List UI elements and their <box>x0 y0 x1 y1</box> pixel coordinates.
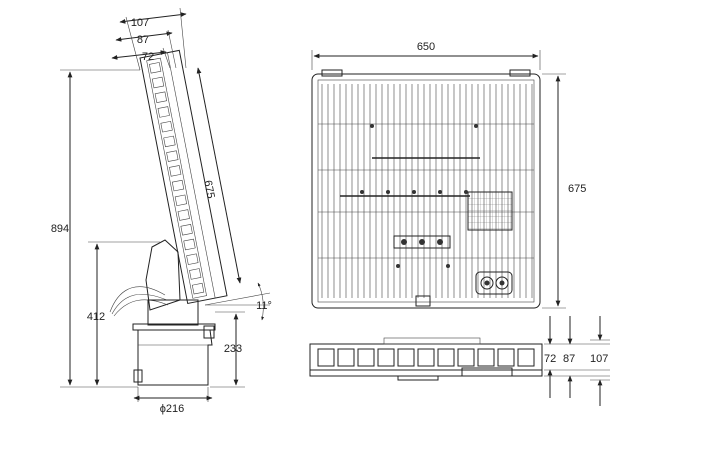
dim-front-width: 650 <box>417 41 435 53</box>
dim-tilt-angle: 11° <box>256 300 272 312</box>
front-rf-connectors <box>475 271 513 295</box>
dim-bottom-total: 107 <box>590 353 608 365</box>
bottom-cells <box>317 348 535 367</box>
dim-total-height: 894 <box>51 223 69 235</box>
side-view: 894 412 233 11° 675 107 87 72 <box>51 7 272 415</box>
dim-panel-length: 675 <box>201 179 216 199</box>
dim-front-height: 675 <box>568 183 586 195</box>
dim-depth-total: 107 <box>131 17 149 29</box>
front-grid-module <box>467 191 513 231</box>
side-panel <box>139 49 228 304</box>
dim-base-diameter: ϕ216 <box>160 403 185 415</box>
dim-bottom-mid: 87 <box>563 353 575 365</box>
depth-dims: 107 87 72 <box>111 7 187 71</box>
dim-bottom-inner: 72 <box>544 353 556 365</box>
dim-depth-mid: 87 <box>137 34 149 46</box>
side-base <box>137 329 213 386</box>
dim-depth-inner: 72 <box>142 51 154 63</box>
front-panel <box>311 73 541 309</box>
dim-pivot-height: 412 <box>87 311 105 323</box>
side-mast <box>147 299 199 326</box>
front-view: 650 675 <box>311 41 586 309</box>
dim-base-height: 233 <box>224 343 242 355</box>
side-cables <box>109 286 169 317</box>
front-connector-bar <box>393 235 451 249</box>
front-ribs <box>321 84 533 298</box>
bottom-view: 72 87 107 <box>309 316 610 406</box>
